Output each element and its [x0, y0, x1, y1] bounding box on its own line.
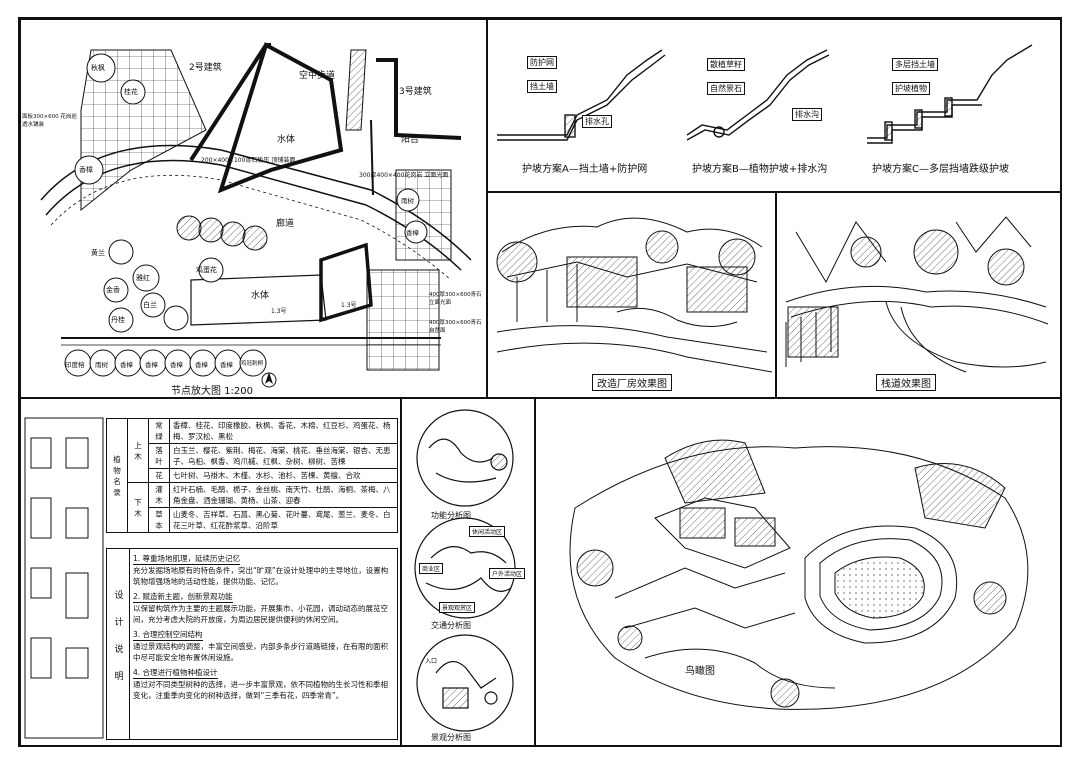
tree-label: 香樟 — [406, 229, 419, 237]
herb-label: 草本 — [148, 507, 170, 533]
shrub-species: 红叶石楠、毛鹃、栀子、金丝桃、南天竹、杜鹃、海桐、茶梅、八角金盘、洒金珊瑚、黄杨… — [169, 482, 398, 508]
label-terrace: 阳台 — [401, 135, 420, 145]
analysis-panel: 功能分析图 休闲活动区 商业区 户外活动区 景观观赏区 交通分析图 入口 景观分… — [400, 397, 536, 747]
tree-label: 桂花 — [124, 88, 138, 96]
tree-label: 白兰 — [143, 301, 157, 309]
landscape-analysis-title: 景观分析图 — [431, 733, 471, 742]
aerial-view-drawing — [569, 439, 1029, 710]
building-elevation-strip — [24, 417, 104, 739]
label-pavement-note2: 300厚400×400花岗岩 立面光面 — [359, 172, 449, 179]
site-plan-drawing — [40, 42, 472, 388]
analysis-diagrams — [414, 409, 516, 732]
tree-label: 雅红 — [136, 274, 150, 282]
tree-label: 香樟 — [170, 361, 183, 369]
tree-label: 金香 — [106, 286, 120, 294]
slope-sections-drawing — [497, 44, 1033, 144]
plant-list-header: 植物名录 — [106, 418, 128, 533]
label-elev1: 1.3号 — [271, 308, 287, 315]
tree-label: 黄兰 — [91, 249, 105, 257]
flower-species: 七叶树、马褂木、木槿、水杉、池杉、苦楝、黄檀、合欢 — [169, 468, 398, 483]
deciduous-label: 落叶 — [148, 443, 170, 469]
upper-layer-label: 上木 — [127, 418, 149, 483]
label-building2: 2号建筑 — [189, 63, 222, 73]
site-plan-title: 节点放大图 1:200 — [171, 386, 253, 397]
analysis-label: 入口 — [425, 658, 438, 665]
shrub-label: 灌木 — [148, 482, 170, 508]
lower-layer-label: 下木 — [127, 482, 149, 533]
analysis-label: 户外活动区 — [489, 568, 526, 579]
tree-label: 香樟 — [79, 166, 93, 174]
boardwalk-perspective-drawing — [785, 216, 1049, 373]
factory-perspective-panel: 改造厂房效果图 — [486, 191, 777, 399]
slope-c-label: 护坡植物 — [892, 82, 930, 95]
label-corridor: 廊道 — [276, 219, 295, 229]
traffic-analysis-title: 交通分析图 — [431, 621, 471, 630]
tree-label: 香樟 — [120, 361, 133, 369]
slope-a-label: 排水孔 — [582, 115, 612, 128]
slope-b-label: 排水沟 — [792, 108, 822, 121]
label-water2: 水体 — [251, 291, 270, 301]
deciduous-species: 白玉兰、樱花、紫荆、梅花、海棠、桃花、垂丝海棠、银杏、无患子、乌桕、枫香、鸡爪槭… — [169, 443, 398, 469]
design-note-item: 2. 赋造新主题，创新景观功能以保留构筑作为主要的主题展示功能，开展集市、小花园… — [133, 592, 388, 624]
slope-a-label: 挡土墙 — [527, 80, 557, 93]
plant-list-table: 植物名录 上木 常绿 香樟、桂花、印度橡胶、秋枫、香花、木棉、红豆杉、鸡蛋花、杨… — [106, 418, 398, 533]
function-analysis-title: 功能分析图 — [431, 511, 471, 520]
slope-b-label: 散植草籽 — [707, 58, 745, 71]
analysis-label: 景观观赏区 — [439, 602, 476, 613]
design-note-item: 1. 尊重场地肌理，延续历史记忆充分发掘场地原有的特色条件，突出“旷观”在设计处… — [133, 554, 389, 586]
factory-perspective-drawing — [496, 217, 773, 373]
label-left-note: 面板300×600 花岗岩 透水铺装 — [22, 114, 77, 128]
label-pavement-note1: 200×400×100青石板压 顶铺装面 — [201, 157, 296, 164]
tree-label: 鸡蛋花 — [196, 266, 217, 274]
slope-a-title: 护坡方案A—挡土墙+防护网 — [522, 164, 648, 175]
label-water1: 水体 — [277, 135, 296, 145]
slope-b-label: 自然景石 — [707, 82, 745, 95]
design-note-item: 4. 合理进行植物种植设计通过对不同类型树种的选择，进一步丰富景观，依不同植物的… — [133, 668, 388, 700]
boardwalk-perspective-title: 栈道效果图 — [876, 374, 936, 391]
label-right-note1: 400厚300×600青石 立面光面 — [429, 292, 482, 306]
label-right-note2: 400厚300×600青石 自然面 — [429, 320, 482, 334]
tree-label: 鸡冠刺桐 — [241, 361, 264, 367]
tree-label: 雨树 — [401, 197, 414, 205]
slope-c-label: 多层挡土墙 — [892, 58, 938, 71]
notes-panel: 植物名录 上木 常绿 香樟、桂花、印度橡胶、秋枫、香花、木棉、红豆杉、鸡蛋花、杨… — [20, 397, 402, 747]
evergreen-species: 香樟、桂花、印度橡胶、秋枫、香花、木棉、红豆杉、鸡蛋花、杨梅、罗汉松、黑松 — [169, 418, 398, 444]
label-sky-walk: 空中步道 — [299, 71, 336, 81]
tree-label: 秋枫 — [91, 64, 105, 72]
aerial-view-title: 鸟瞰图 — [685, 666, 715, 677]
tree-label: 雨树 — [95, 361, 108, 369]
slope-c-title: 护坡方案C—多层挡墙跌级护坡 — [872, 164, 1009, 175]
slope-b-title: 护坡方案B—植物护坡+排水沟 — [692, 164, 828, 175]
flower-label: 花 — [148, 468, 170, 483]
label-elev2: 1.3号 — [341, 302, 357, 309]
design-notes: 设计说明 1. 尊重场地肌理，延续历史记忆充分发掘场地原有的特色条件，突出“旷观… — [106, 548, 398, 740]
tree-label: 印度榕 — [65, 361, 85, 369]
label-building3: 3号建筑 — [399, 87, 432, 97]
site-plan-panel: 2号建筑 3号建筑 空中步道 阳台 水体 廊道 水体 200×400×100青石… — [20, 19, 488, 399]
aerial-view-panel: 鸟瞰图 — [534, 397, 1062, 747]
tree-label: 香樟 — [195, 361, 208, 369]
evergreen-label: 常绿 — [148, 418, 170, 444]
analysis-label: 休闲活动区 — [469, 526, 506, 537]
tree-label: 丹桂 — [111, 316, 125, 324]
herb-species: 山麦冬、吉祥草、石菖、黑心菊、花叶蔓、鸢尾、葱兰、麦冬、白花三叶草、红花酢浆草、… — [169, 507, 398, 533]
slope-sections-panel: 防护网 挡土墙 排水孔 散植草籽 自然景石 排水沟 多层挡土墙 护坡植物 护坡方… — [486, 19, 1062, 193]
analysis-label: 商业区 — [419, 563, 444, 574]
slope-a-label: 防护网 — [527, 56, 557, 69]
design-notes-header: 设计说明 — [107, 549, 130, 739]
drawing-sheet: 2号建筑 3号建筑 空中步道 阳台 水体 廊道 水体 200×400×100青石… — [18, 17, 1062, 747]
tree-label: 香樟 — [145, 361, 158, 369]
design-note-item: 3. 合理控制空间结构通过景观结构的调整，丰富空间感受，内部多条步行道路链接，在… — [133, 630, 388, 662]
factory-perspective-title: 改造厂房效果图 — [592, 374, 672, 391]
tree-label: 香樟 — [220, 361, 233, 369]
boardwalk-perspective-panel: 栈道效果图 — [775, 191, 1062, 399]
